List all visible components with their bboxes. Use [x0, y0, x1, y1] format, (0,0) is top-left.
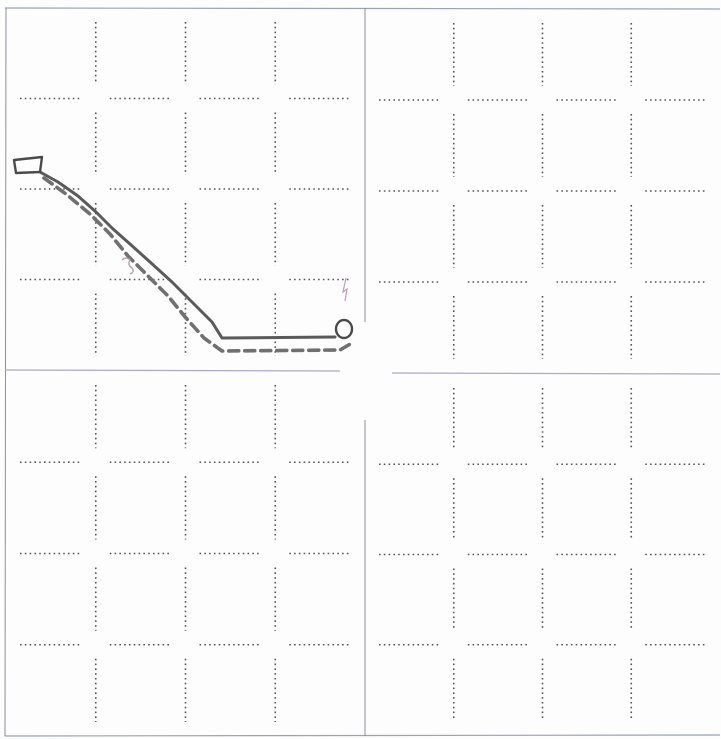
grid-paper-sheet — [0, 0, 721, 739]
sketch-canvas — [0, 0, 721, 739]
paper-background — [0, 0, 721, 739]
